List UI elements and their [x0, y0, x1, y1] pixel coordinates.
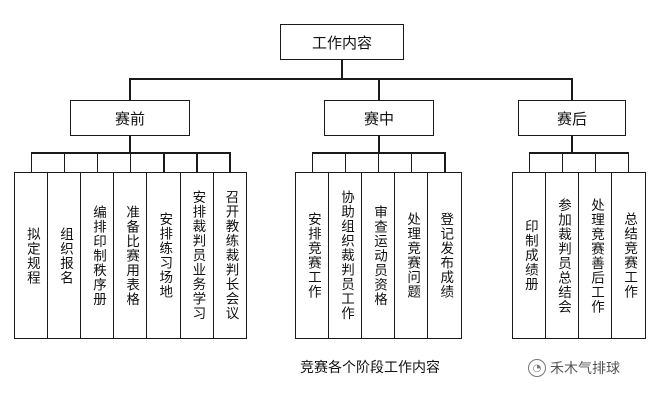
task-label: 处理竞赛问题 — [404, 212, 421, 299]
phase-drop-line — [129, 136, 131, 152]
phase-label: 赛后 — [556, 109, 587, 128]
task-drop-line — [410, 152, 413, 172]
phase-connector-line — [571, 78, 573, 100]
task-node: 拟定规程 — [14, 172, 49, 339]
task-drop-line — [96, 152, 99, 172]
task-label: 参加裁判员总结会 — [554, 197, 571, 314]
task-label: 印制成绩册 — [521, 219, 538, 292]
phase-node: 赛中 — [324, 100, 434, 136]
task-label: 编排印制秩序册 — [90, 204, 107, 307]
task-label: 安排练习场地 — [156, 212, 173, 299]
task-node: 协助组织裁判员工作 — [328, 172, 363, 339]
root-label: 工作内容 — [311, 33, 372, 52]
task-bus-line — [529, 152, 629, 154]
task-label: 安排竞赛工作 — [304, 212, 321, 299]
phase-bus-line — [130, 78, 572, 80]
watermark: ◔ 禾木气排球 — [528, 357, 658, 379]
task-drop-line — [196, 152, 198, 172]
task-drop-line — [443, 152, 446, 172]
phase-connector-line — [129, 78, 131, 100]
task-node: 处理竞赛善后工作 — [578, 172, 613, 339]
task-node: 编排印制秩序册 — [80, 172, 115, 339]
task-label: 准备比赛用表格 — [123, 204, 140, 307]
task-node: 安排竞赛工作 — [295, 172, 330, 339]
phase-drop-line — [571, 136, 573, 152]
task-drop-line — [627, 152, 630, 172]
task-node: 印制成绩册 — [512, 172, 547, 339]
wechat-icon: ◔ — [528, 359, 546, 377]
task-node: 审查运动员资格 — [361, 172, 396, 339]
phase-drop-line — [378, 136, 380, 152]
task-drop-line — [528, 152, 531, 172]
task-drop-line — [594, 152, 597, 172]
task-node: 安排裁判员业务学习 — [179, 172, 215, 339]
task-drop-line — [561, 152, 564, 172]
figure-caption: 竞赛各个阶段工作内容 — [300, 360, 440, 376]
task-node: 召开教练裁判长会议 — [212, 172, 248, 339]
task-drop-line — [229, 152, 231, 172]
task-label: 协助组织裁判员工作 — [337, 190, 354, 321]
task-node: 参加裁判员总结会 — [545, 172, 580, 339]
task-node: 安排练习场地 — [146, 172, 182, 339]
task-drop-line — [63, 152, 66, 172]
phase-label: 赛前 — [114, 109, 145, 128]
task-label: 安排裁判员业务学习 — [189, 190, 206, 321]
task-label: 召开教练裁判长会议 — [222, 190, 239, 321]
root-node: 工作内容 — [280, 24, 404, 60]
phase-label: 赛中 — [363, 109, 394, 128]
task-drop-line — [30, 152, 33, 172]
task-drop-line — [162, 152, 165, 172]
phase-connector-line — [378, 78, 380, 100]
task-node: 组织报名 — [47, 172, 82, 339]
task-drop-line — [344, 152, 347, 172]
task-label: 处理竞赛善后工作 — [588, 197, 605, 314]
task-label: 组织报名 — [56, 226, 73, 285]
task-label: 登记发布成绩 — [437, 212, 454, 299]
task-drop-line — [311, 152, 314, 172]
task-node: 总结竞赛工作 — [611, 172, 646, 339]
task-node: 准备比赛用表格 — [113, 172, 148, 339]
watermark-text: 禾木气排球 — [550, 361, 620, 377]
task-drop-line — [377, 152, 380, 172]
task-label: 总结竞赛工作 — [621, 212, 638, 299]
phase-node: 赛后 — [518, 100, 626, 136]
root-drop-line — [341, 60, 343, 78]
task-label: 审查运动员资格 — [371, 204, 388, 307]
task-drop-line — [129, 152, 132, 172]
task-label: 拟定规程 — [23, 226, 40, 285]
task-node: 处理竞赛问题 — [394, 172, 429, 339]
task-node: 登记发布成绩 — [427, 172, 463, 339]
phase-node: 赛前 — [70, 100, 190, 136]
